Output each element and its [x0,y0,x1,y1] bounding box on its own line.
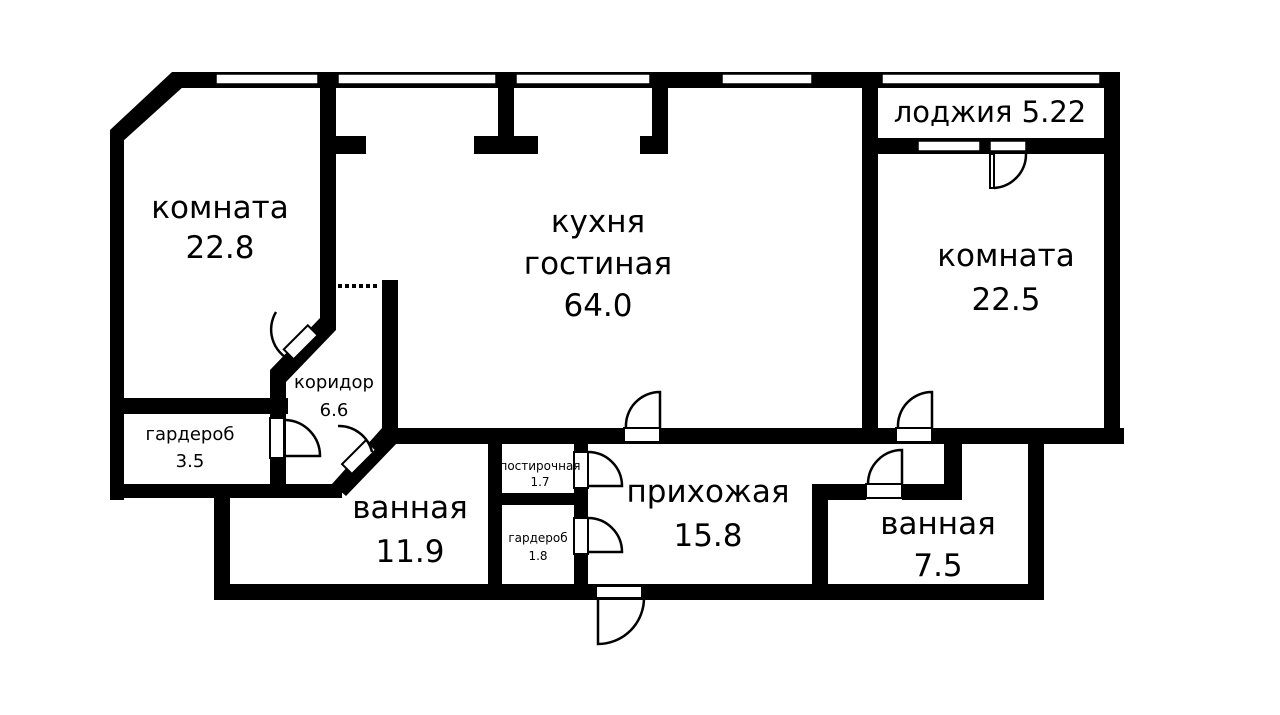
bath-left-area: 11.9 [375,534,444,570]
laundry-name: постирочная [499,459,580,473]
room-right-name: комната [937,238,1074,274]
door-wardrobe-left [269,417,322,459]
window-5 [881,73,1101,85]
wall-corridor-right [382,280,398,430]
room-right-area: 22.5 [971,282,1040,318]
wall-bath-right-top-2 [902,484,948,500]
room-left-name: комната [151,190,288,226]
door-bath-left [337,424,378,476]
wall-room-left-bottom [110,398,288,414]
door-loggia [989,153,1028,190]
loggia-label: лоджия 5.22 [894,95,1087,129]
room-left-area: 22.8 [185,230,254,266]
corridor-area: 6.6 [320,400,349,421]
wardrobe-mid-name: гардероб [508,531,567,545]
door-kitchen [623,390,662,443]
labels: комната 22.8 кухня гостиная 64.0 лоджия … [146,95,1087,584]
wall-left [110,130,124,500]
wall-bath-right-upper-stub [944,438,962,500]
kitchen-name-2: гостиная [524,246,672,282]
wall-bath-left-side [214,484,230,600]
hall-name: прихожая [627,474,790,510]
door-entrance [595,585,646,646]
hall-area: 15.8 [673,518,742,554]
bath-left-name: ванная [352,490,467,526]
doors [269,153,1028,646]
kitchen-name-1: кухня [551,204,645,240]
wall-bath-right-top [812,484,866,500]
wall-stub-3-horiz [640,136,668,154]
window-2 [337,73,497,85]
wall-bath-laundry [488,438,502,588]
window-loggia-2 [989,140,1027,152]
wardrobe-left-area: 3.5 [176,451,205,472]
window-4 [721,73,813,85]
wall-right [1104,72,1120,444]
wall-hall-bath-right [812,484,828,588]
door-room-right [895,390,934,443]
window-loggia-1 [917,140,981,152]
corridor-name: коридор [294,372,374,393]
bath-right-area: 7.5 [913,548,962,584]
windows [215,73,1101,152]
door-room-left [269,311,320,362]
wall-kitchen-bottom [382,428,1124,444]
laundry-area: 1.7 [530,475,549,489]
window-1 [215,73,319,85]
wall-kitchen-room-right [862,86,878,442]
kitchen-area: 64.0 [563,288,632,324]
door-bath-right [865,448,904,499]
door-laundry [573,450,624,489]
wall-room-kitchen [320,72,336,330]
window-3 [515,73,651,85]
wall-stub-2-horiz [474,136,538,154]
door-wardrobe-mid [573,516,624,555]
wardrobe-left-name: гардероб [146,424,235,445]
wardrobe-mid-area: 1.8 [528,549,547,563]
bath-right-name: ванная [880,506,995,542]
wall-bath-right-side [1028,428,1044,600]
wall-diagonal-top-left [110,72,184,142]
wall-laundry-wardrobe [488,493,588,505]
wall-stub-1 [336,136,366,154]
